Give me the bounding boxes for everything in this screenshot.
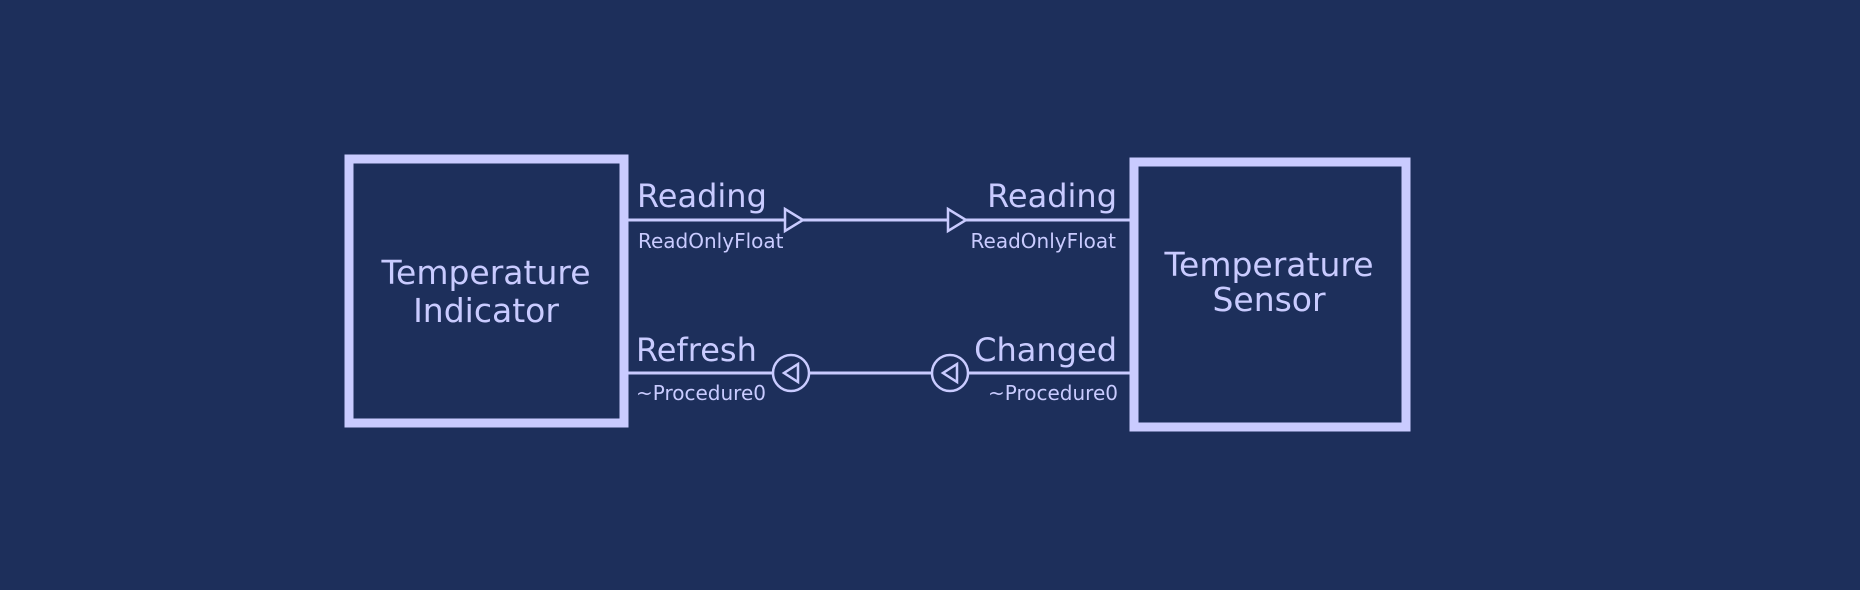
sensor-reading-port-name: Reading (987, 177, 1117, 215)
temperature-sensor-block[interactable]: Temperature Sensor (1129, 157, 1411, 432)
sensor-label-line1: Temperature (1163, 245, 1373, 284)
indicator-reading-port-name: Reading (637, 177, 767, 215)
indicator-reading-triangle-icon (783, 206, 806, 234)
indicator-label-line2: Indicator (413, 291, 559, 330)
indicator-box (344, 154, 629, 428)
sensor-changed-port-name: Changed (974, 331, 1117, 369)
refresh-changed-connection[interactable] (628, 353, 1130, 393)
indicator-reading-port-type: ReadOnlyFloat (638, 229, 784, 253)
sensor-label-line2: Sensor (1212, 280, 1326, 319)
indicator-label-line1: Temperature (380, 253, 590, 292)
reading-connection[interactable] (628, 206, 1130, 234)
sensor-reading-port-type: ReadOnlyFloat (971, 229, 1117, 253)
sensor-changed-port-type: ~Procedure0 (988, 381, 1118, 405)
indicator-refresh-port-name: Refresh (636, 331, 757, 369)
indicator-refresh-circle-arrow-icon (771, 353, 811, 393)
indicator-refresh-port-type: ~Procedure0 (636, 381, 766, 405)
sensor-reading-triangle-icon (946, 206, 969, 234)
sensor-changed-circle-arrow-icon (930, 353, 970, 393)
temperature-indicator-block[interactable]: Temperature Indicator (344, 154, 629, 428)
sensor-box (1129, 157, 1411, 432)
